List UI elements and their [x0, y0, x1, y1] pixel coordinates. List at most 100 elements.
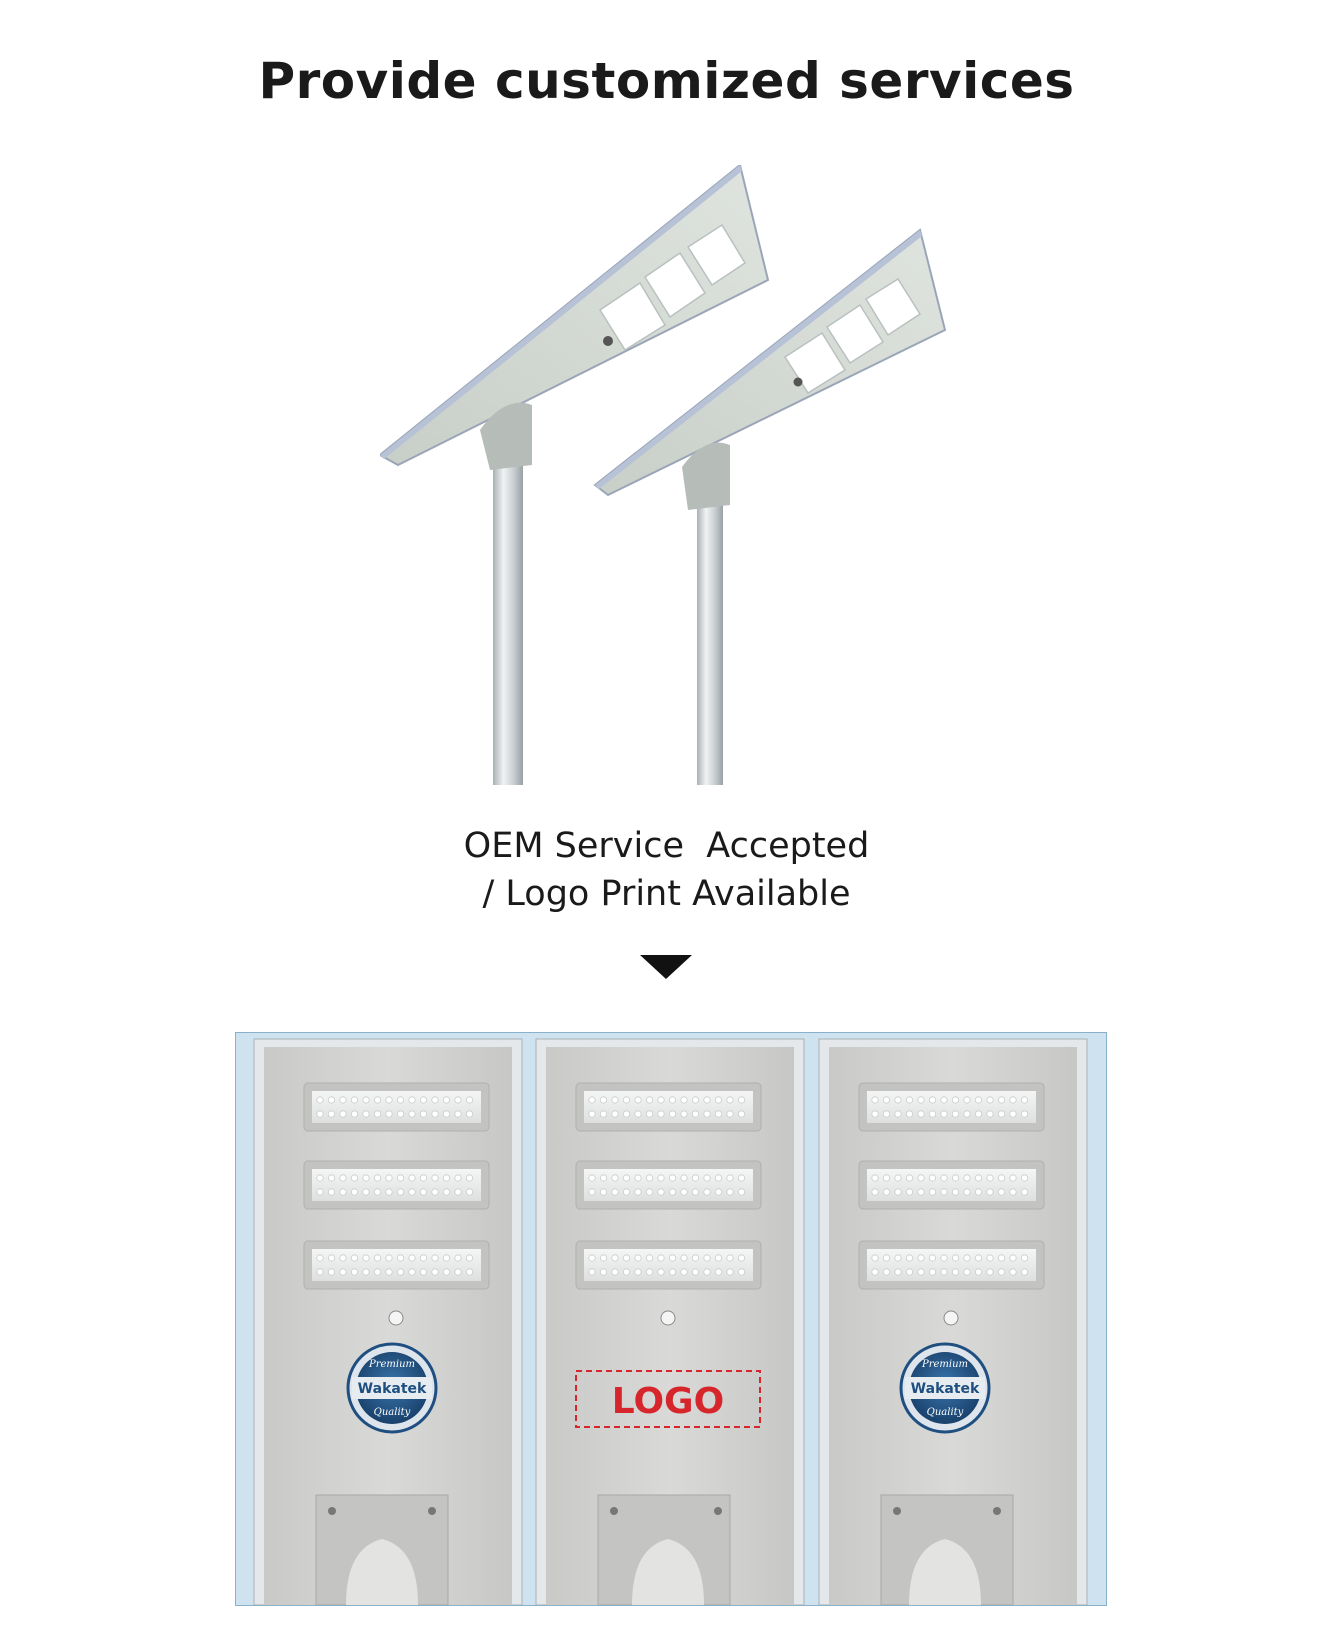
- premium-quality-badge: Premium Wakatek Quality: [899, 1342, 991, 1434]
- badge-brand-text: Wakatek: [358, 1381, 427, 1397]
- led-dot: [928, 1096, 937, 1104]
- led-dot: [691, 1110, 700, 1118]
- led-dot: [680, 1174, 688, 1182]
- led-dot: [963, 1268, 971, 1276]
- led-dot: [882, 1188, 891, 1196]
- panel-3: Premium Wakatek Quality: [818, 1038, 1088, 1605]
- led-dot: [963, 1254, 971, 1262]
- led-dot: [986, 1174, 994, 1182]
- led-dot: [714, 1110, 723, 1118]
- led-dot: [905, 1110, 914, 1118]
- led-dot: [396, 1188, 405, 1196]
- led-dot: [737, 1188, 746, 1196]
- led-dot: [657, 1174, 665, 1182]
- led-dot: [622, 1110, 631, 1118]
- led-dot: [442, 1096, 451, 1104]
- led-dot: [1020, 1174, 1029, 1182]
- led-dot: [339, 1096, 347, 1104]
- panel-1: Premium Wakatek Quality: [253, 1038, 523, 1605]
- led-dot: [431, 1188, 439, 1196]
- led-dot: [1020, 1188, 1029, 1196]
- led-dot: [905, 1096, 914, 1104]
- led-dot: [657, 1110, 665, 1118]
- led-dot: [951, 1254, 960, 1262]
- badge-top-text: Premium: [368, 1359, 415, 1370]
- led-dot: [882, 1268, 891, 1276]
- led-dot: [680, 1254, 688, 1262]
- led-dot: [599, 1096, 608, 1104]
- led-dot: [691, 1254, 700, 1262]
- led-dot: [691, 1096, 700, 1104]
- led-dot: [951, 1110, 960, 1118]
- badge-brand-text: Wakatek: [911, 1381, 980, 1397]
- led-dot: [350, 1188, 359, 1196]
- led-dot: [714, 1096, 723, 1104]
- led-dot: [442, 1254, 451, 1262]
- led-dot: [316, 1174, 324, 1182]
- led-dot: [668, 1096, 677, 1104]
- badge-bottom-text: Quality: [374, 1407, 411, 1418]
- led-dot: [871, 1188, 879, 1196]
- led-dot: [396, 1268, 405, 1276]
- led-dot: [588, 1174, 596, 1182]
- led-dot: [871, 1110, 879, 1118]
- led-dot: [408, 1188, 416, 1196]
- led-dot: [668, 1110, 677, 1118]
- led-dot: [726, 1254, 734, 1262]
- logo-placeholder-frame: [575, 1370, 761, 1428]
- led-dot: [703, 1174, 711, 1182]
- led-dot: [373, 1174, 382, 1182]
- led-dot: [645, 1110, 654, 1118]
- led-dot: [986, 1110, 994, 1118]
- led-dot: [327, 1188, 336, 1196]
- led-dot: [408, 1174, 416, 1182]
- led-dot: [599, 1188, 608, 1196]
- down-arrow-icon: [640, 955, 692, 979]
- led-dot: [882, 1174, 891, 1182]
- led-dot: [622, 1188, 631, 1196]
- led-dot: [339, 1110, 347, 1118]
- led-dot: [963, 1188, 971, 1196]
- led-dot: [871, 1268, 879, 1276]
- led-dot: [385, 1110, 393, 1118]
- led-dot: [431, 1268, 439, 1276]
- solar-street-lights-illustration: [378, 163, 980, 785]
- led-dot: [634, 1188, 642, 1196]
- led-dot: [882, 1254, 891, 1262]
- led-dot: [703, 1110, 711, 1118]
- led-dot: [622, 1096, 631, 1104]
- led-dot: [1020, 1110, 1029, 1118]
- led-dot: [986, 1096, 994, 1104]
- led-dot: [327, 1096, 336, 1104]
- led-dot: [454, 1268, 462, 1276]
- led-dot: [714, 1254, 723, 1262]
- led-dot: [599, 1268, 608, 1276]
- led-dot: [928, 1174, 937, 1182]
- led-dot: [373, 1096, 382, 1104]
- led-dot: [940, 1254, 948, 1262]
- led-module: [303, 1082, 490, 1132]
- led-dot: [894, 1268, 902, 1276]
- logo-customization-panels: Premium Wakatek Quality: [235, 1032, 1107, 1606]
- led-dot: [454, 1254, 462, 1262]
- led-dot: [350, 1268, 359, 1276]
- led-dot: [680, 1188, 688, 1196]
- led-dot: [871, 1254, 879, 1262]
- led-dot: [396, 1174, 405, 1182]
- led-dot: [408, 1268, 416, 1276]
- led-dot: [442, 1268, 451, 1276]
- led-module: [303, 1240, 490, 1290]
- led-dot: [622, 1254, 631, 1262]
- led-dot: [373, 1110, 382, 1118]
- led-dot: [611, 1188, 619, 1196]
- led-dot: [611, 1174, 619, 1182]
- led-dot: [645, 1174, 654, 1182]
- led-dot: [634, 1110, 642, 1118]
- led-dot: [997, 1188, 1006, 1196]
- led-dot: [871, 1096, 879, 1104]
- led-dot: [1009, 1254, 1017, 1262]
- led-dot: [373, 1268, 382, 1276]
- led-dot: [419, 1174, 428, 1182]
- led-module: [575, 1240, 762, 1290]
- led-dot: [465, 1268, 474, 1276]
